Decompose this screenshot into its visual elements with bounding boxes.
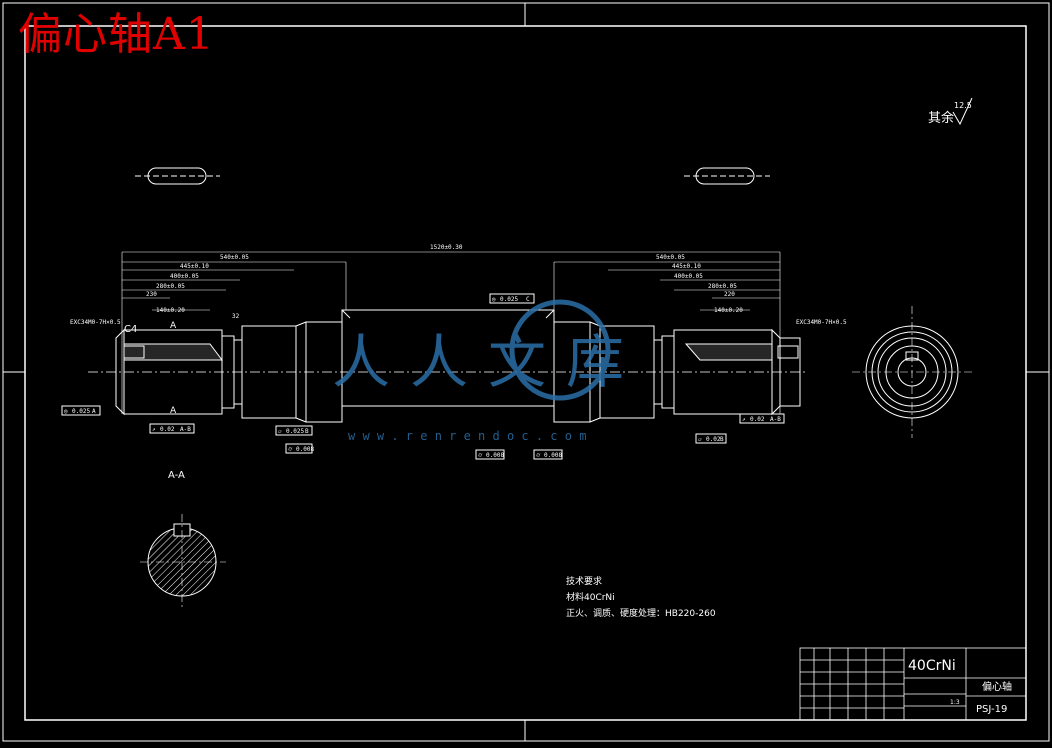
watermark-text: 人人文库 (332, 328, 644, 396)
svg-text:0.02: 0.02 (750, 416, 765, 423)
keyway-left (135, 167, 220, 185)
svg-text:↗: ↗ (742, 416, 746, 423)
thread-left-label: EXC34M0-7H×0.5 (70, 319, 121, 326)
tech-line: 正火、调质、硬度处理：HB220-260 (566, 607, 716, 619)
tolerance-frame: ◎ 0.025 C (489, 293, 535, 304)
svg-text:▱: ▱ (698, 436, 702, 443)
dimension-texts: 1520±0.30 540±0.05 540±0.05 445±0.10 445… (70, 244, 847, 416)
svg-text:↗: ↗ (152, 426, 156, 433)
section-a-a: A-A (140, 470, 226, 608)
svg-text:◎: ◎ (64, 408, 68, 415)
title-block (799, 647, 1027, 721)
svg-text:B: B (305, 428, 309, 435)
dim-right-400: 400±0.05 (674, 273, 703, 280)
dim-right-230: 220 (724, 291, 735, 298)
tolerance-frame: ▱ 0.02 B (695, 433, 727, 444)
shaft-main-view (88, 309, 808, 423)
svg-text:0.025: 0.025 (72, 408, 90, 415)
tolerance-frame: ⌭ 0.008 (475, 449, 505, 460)
watermark-url: w w w . r e n r e n d o c . c o m (348, 429, 586, 443)
dim-total-length: 1520±0.30 (430, 244, 463, 251)
page-title: 偏心轴A1 (18, 9, 215, 60)
svg-text:A-B: A-B (770, 416, 781, 423)
dim-right-540: 540±0.05 (656, 254, 685, 261)
svg-text:B: B (720, 436, 724, 443)
dim-left-230: 230 (146, 291, 157, 298)
svg-text:0.025: 0.025 (500, 296, 518, 303)
svg-text:A: A (92, 408, 96, 415)
tolerance-frame: ◎ 0.025 A (61, 405, 101, 416)
svg-text:⌭: ⌭ (288, 446, 293, 453)
dim-right-445: 445±0.10 (672, 263, 701, 270)
roughness-label: 其余 (928, 110, 954, 126)
svg-text:0.02: 0.02 (706, 436, 721, 443)
dim-left-280: 280±0.05 (156, 283, 185, 290)
material-label: 40CrNi (908, 658, 956, 674)
tolerance-frames: ◎ 0.025 A ↗ 0.02 A-B ▱ 0.025 B ⌭ 0.008 ⌭… (61, 293, 785, 460)
svg-text:A-B: A-B (180, 426, 191, 433)
svg-text:0.008: 0.008 (486, 452, 504, 459)
tech-requirements: 技术要求 材料40CrNi 正火、调质、硬度处理：HB220-260 (566, 575, 716, 619)
part-name: 偏心轴 (982, 680, 1012, 693)
section-label: A-A (168, 470, 185, 481)
section-mark-top: A (170, 321, 177, 331)
dim-left-540: 540±0.05 (220, 254, 249, 261)
roughness-value: 12.5 (954, 101, 972, 110)
dim-left-400: 400±0.05 (170, 273, 199, 280)
svg-text:◎: ◎ (492, 296, 496, 303)
dim-right-140: 140±0.20 (714, 307, 743, 314)
svg-text:C: C (526, 296, 530, 303)
tolerance-frame: ↗ 0.02 A-B (149, 423, 195, 434)
watermark-logo-icon (509, 299, 611, 401)
dim-left-445: 445±0.10 (180, 263, 209, 270)
svg-text:0.025: 0.025 (286, 428, 304, 435)
end-view (852, 306, 972, 438)
chamfer-label: C4 (124, 324, 137, 335)
watermark: 人人文库 w w w . r e n r e n d o c . c o m (332, 299, 644, 443)
svg-text:⌭: ⌭ (536, 452, 541, 459)
roughness-note: 其余 12.5 (928, 97, 973, 126)
scale-label: 1:3 (950, 699, 960, 706)
keyway-right (684, 167, 770, 185)
tolerance-frame: ⌭ 0.008 (533, 449, 563, 460)
dim-left-32: 32 (232, 313, 240, 320)
dimension-lines (121, 251, 781, 414)
svg-text:0.008: 0.008 (544, 452, 562, 459)
svg-text:0.008: 0.008 (296, 446, 314, 453)
dim-left-140: 140±0.20 (156, 307, 185, 314)
svg-text:⌭: ⌭ (478, 452, 483, 459)
tolerance-frame: ▱ 0.025 B (275, 425, 313, 436)
tech-line: 材料40CrNi (566, 591, 615, 603)
thread-right-label: EXC34M0-7H×0.5 (796, 319, 847, 326)
dim-right-280: 280±0.05 (708, 283, 737, 290)
roughness-symbol-icon (952, 97, 973, 126)
svg-text:▱: ▱ (278, 428, 282, 435)
tolerance-frame: ↗ 0.02 A-B (739, 413, 785, 424)
title-block-texts: 40CrNi 偏心轴 PSJ-19 1:3 (908, 658, 1012, 715)
tech-heading: 技术要求 (566, 575, 602, 587)
section-mark-bottom: A (170, 406, 177, 416)
svg-text:0.02: 0.02 (160, 426, 175, 433)
drawing-number: PSJ-19 (976, 704, 1007, 715)
tolerance-frame: ⌭ 0.008 (285, 443, 314, 454)
